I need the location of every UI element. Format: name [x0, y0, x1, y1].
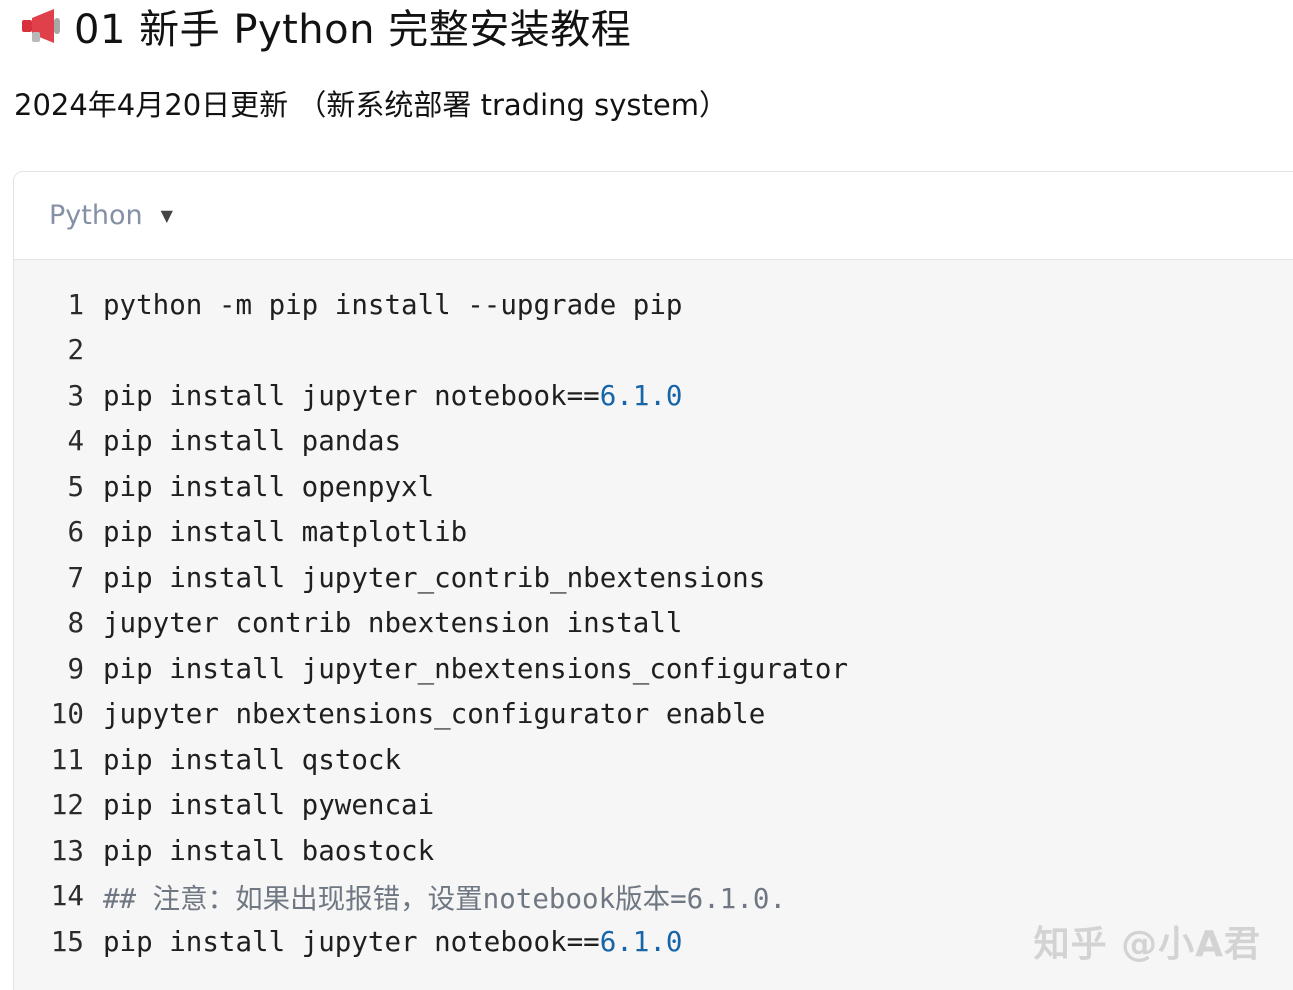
code-text: pip install openpyxl: [103, 470, 435, 503]
code-line: 3 pip install jupyter notebook==6.1.0: [14, 373, 1293, 419]
code-text: pip install pywencai: [103, 789, 435, 822]
line-number: 5: [67, 470, 84, 503]
code-text: pip install baostock: [103, 834, 435, 867]
code-line: 13 pip install baostock: [14, 828, 1293, 874]
language-selector[interactable]: Python ▼: [49, 200, 173, 231]
caret-down-icon: ▼: [160, 206, 173, 225]
code-text: pip install qstock: [103, 743, 402, 776]
line-number: 8: [67, 607, 84, 640]
line-number: 12: [50, 789, 84, 822]
code-number-literal: 6.1.0: [599, 379, 683, 412]
code-text: pip install matplotlib: [103, 516, 468, 549]
language-label: Python: [49, 200, 143, 231]
code-line: 9 pip install jupyter_nbextensions_config…: [14, 646, 1293, 692]
code-text: jupyter contrib nbextension install: [103, 607, 683, 640]
article-title-row: 01 新手 Python 完整安装教程: [20, 0, 632, 53]
code-text: pip install pandas: [103, 425, 402, 458]
line-number: 3: [67, 379, 84, 412]
line-number: 14: [50, 880, 84, 913]
line-number: 10: [50, 698, 84, 731]
code-comment: ## 注意：如果出现报错，设置notebook版本=6.1.0.: [103, 883, 787, 916]
code-number-literal: 6.1.0: [599, 925, 683, 958]
code-block: Python ▼ 1 python -m pip install --upgrad…: [13, 171, 1293, 990]
code-text: jupyter nbextensions_configurator enable: [103, 698, 766, 731]
code-text: python -m pip install --upgrade pip: [103, 288, 683, 321]
code-line: 15 pip install jupyter notebook==6.1.0: [14, 919, 1293, 965]
line-number: 11: [50, 743, 84, 776]
code-block-header: Python ▼: [14, 172, 1293, 260]
line-number: 6: [67, 516, 84, 549]
code-text: pip install jupyter_nbextensions_configu…: [103, 652, 849, 685]
code-line: 5 pip install openpyxl: [14, 464, 1293, 510]
code-text: pip install jupyter notebook==: [103, 925, 600, 958]
update-note: 2024年4月20日更新 （新系统部署 trading system）: [14, 88, 728, 122]
line-number: 2: [67, 334, 84, 367]
line-number: 1: [67, 288, 84, 321]
code-text: pip install jupyter_contrib_nbextensions: [103, 561, 766, 594]
line-number: 15: [50, 925, 84, 958]
code-line: 1 python -m pip install --upgrade pip: [14, 282, 1293, 328]
code-text: pip install jupyter notebook==: [103, 379, 600, 412]
code-line: 6 pip install matplotlib: [14, 510, 1293, 556]
page-title: 01 新手 Python 完整安装教程: [74, 7, 632, 53]
watermark: 知乎 @小A君: [1033, 924, 1261, 965]
code-line: 7 pip install jupyter_contrib_nbextension…: [14, 555, 1293, 601]
megaphone-icon: [20, 6, 72, 46]
code-line: 8 jupyter contrib nbextension install: [14, 601, 1293, 647]
code-line: 12 pip install pywencai: [14, 783, 1293, 829]
code-body[interactable]: 1 python -m pip install --upgrade pip 2 3 pi…: [14, 282, 1293, 965]
code-line: 2: [14, 328, 1293, 374]
code-line: 4 pip install pandas: [14, 419, 1293, 465]
line-number: 4: [67, 425, 84, 458]
line-number: 7: [67, 561, 84, 594]
line-number: 13: [50, 834, 84, 867]
code-line: 11 pip install qstock: [14, 737, 1293, 783]
line-number: 9: [67, 652, 84, 685]
code-line: 10 jupyter nbextensions_configurator enab…: [14, 692, 1293, 738]
code-line: 14 ## 注意：如果出现报错，设置notebook版本=6.1.0.: [14, 874, 1293, 920]
